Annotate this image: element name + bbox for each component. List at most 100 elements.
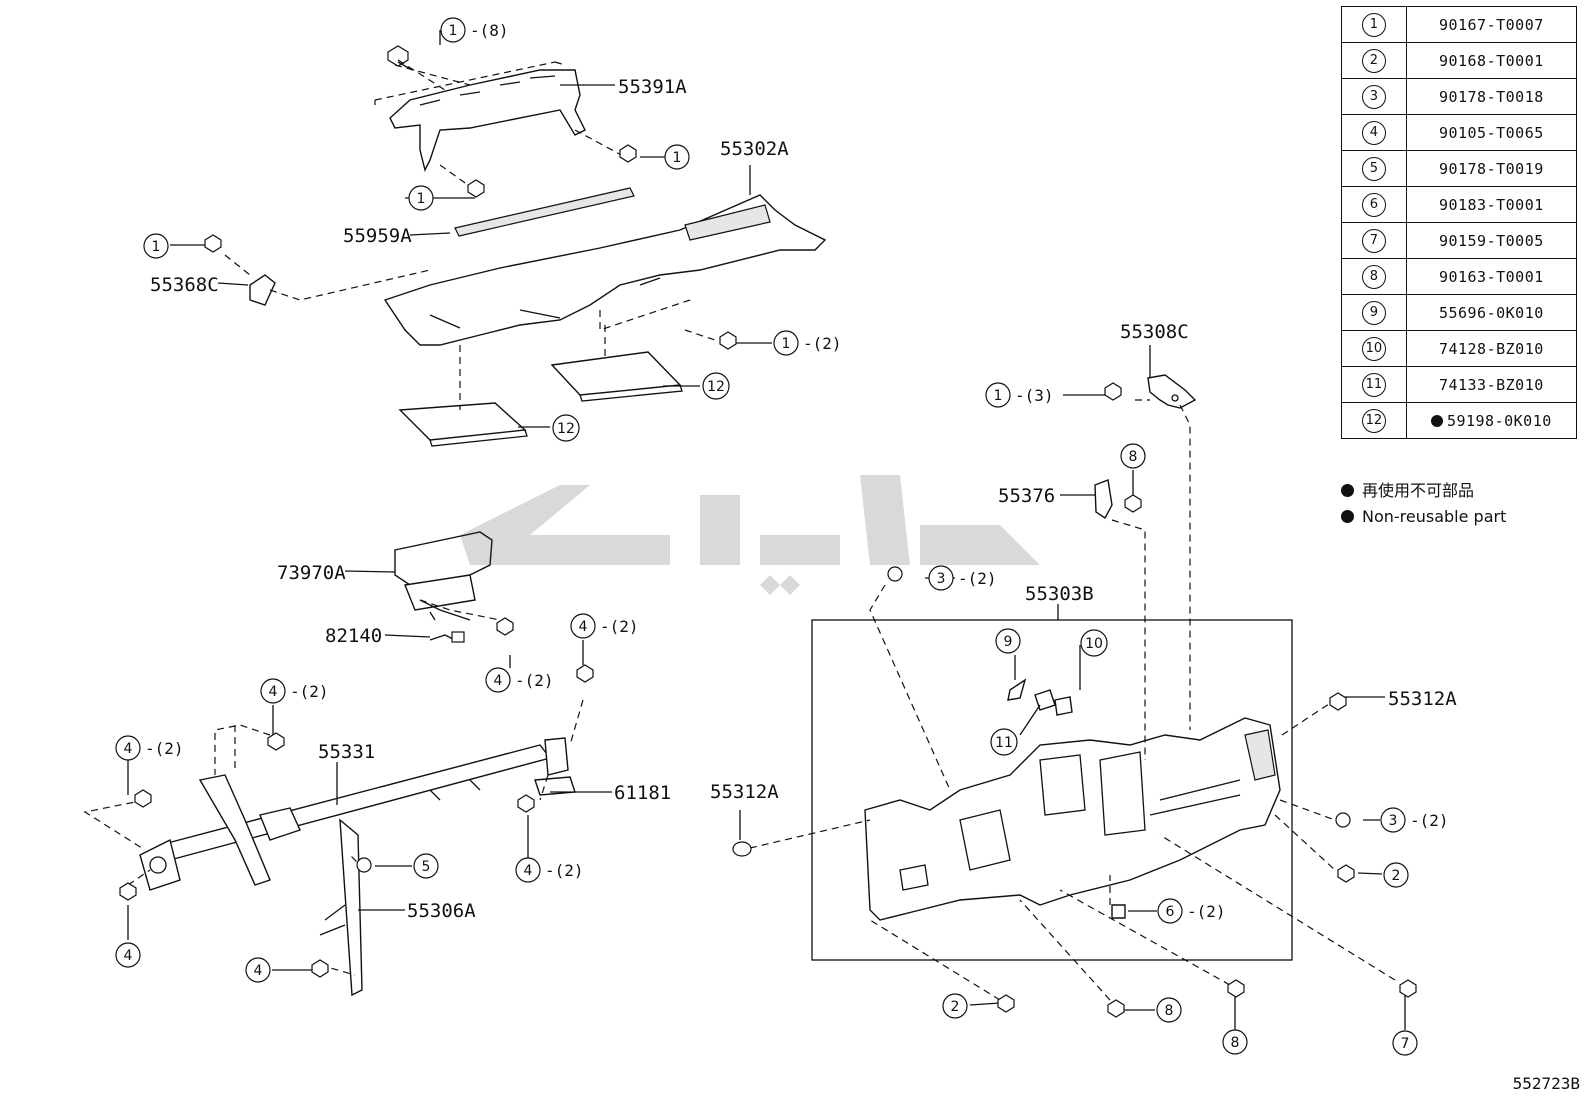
ref-number-cell: 9 xyxy=(1341,294,1407,331)
svg-text:4: 4 xyxy=(124,741,133,757)
part-number: 90178-T0019 xyxy=(1438,159,1544,178)
svg-text:2: 2 xyxy=(951,999,960,1015)
callout-8-bottom-a: 8 xyxy=(1156,997,1182,1023)
label-55391A: 55391A xyxy=(618,76,687,98)
svg-text:4: 4 xyxy=(254,963,263,979)
part-number: 90167-T0007 xyxy=(1438,15,1544,34)
ref-number: 2 xyxy=(1361,48,1386,73)
svg-text:3: 3 xyxy=(937,571,946,587)
callout-4-farleft: 4 -(2) xyxy=(115,735,184,761)
label-55308C: 55308C xyxy=(1120,321,1189,343)
ref-number: 4 xyxy=(1361,120,1386,145)
legend: 再使用不可部品 Non-reusable part xyxy=(1341,478,1506,530)
ref-number: 10 xyxy=(1361,336,1386,361)
svg-text:1: 1 xyxy=(152,239,161,255)
callout-1-right: 1-(3) xyxy=(985,382,1054,408)
callout-12-a: 12 xyxy=(552,414,580,442)
svg-text:-(2): -(2) xyxy=(1410,811,1449,830)
part-number-cell: 55696-0K010 xyxy=(1405,294,1578,331)
ref-number: 11 xyxy=(1361,372,1386,397)
svg-text:4: 4 xyxy=(579,619,588,635)
part-number: 90159-T0005 xyxy=(1438,231,1544,250)
svg-text:-(2): -(2) xyxy=(145,739,184,758)
callout-10: 10 xyxy=(1080,629,1108,657)
parts-table-row: 4 90105-T0065 xyxy=(1341,114,1578,151)
svg-text:-(2): -(2) xyxy=(1187,902,1226,921)
bracket-55376 xyxy=(1094,479,1113,520)
non-reusable-dot-icon xyxy=(1430,414,1443,427)
callout-1-center: 1-(2) xyxy=(773,330,842,356)
label-55302A: 55302A xyxy=(720,138,789,160)
upper-panel-55302A xyxy=(383,187,827,346)
svg-text:-(2): -(2) xyxy=(545,861,584,880)
label-73970A: 73970A xyxy=(277,562,346,584)
svg-text:8: 8 xyxy=(1129,449,1138,465)
part-number-cell: 90168-T0001 xyxy=(1405,42,1578,79)
parts-table-row: 7 90159-T0005 xyxy=(1341,222,1578,259)
svg-text:1: 1 xyxy=(994,388,1003,404)
ref-number-cell: 12 xyxy=(1341,402,1407,439)
callout-1-left: 1 xyxy=(143,233,169,259)
svg-text:7: 7 xyxy=(1401,1036,1410,1052)
svg-text:6: 6 xyxy=(1166,904,1175,920)
svg-text:4: 4 xyxy=(269,684,278,700)
steering-support-55331 xyxy=(139,737,576,997)
pad-12-b xyxy=(550,351,683,402)
label-55376: 55376 xyxy=(998,485,1055,507)
svg-text:1: 1 xyxy=(417,191,426,207)
ref-number-cell: 6 xyxy=(1341,186,1407,223)
svg-text:4: 4 xyxy=(494,673,503,689)
svg-text:-(2): -(2) xyxy=(290,682,329,701)
svg-text:-(2): -(2) xyxy=(803,334,842,353)
part-number: 55696-0K010 xyxy=(1438,303,1544,322)
legend-row-jp: 再使用不可部品 xyxy=(1341,478,1506,504)
part-number-cell: 90167-T0007 xyxy=(1405,6,1578,43)
parts-table-row: 3 90178-T0018 xyxy=(1341,78,1578,115)
part-number-cell: 90105-T0065 xyxy=(1405,114,1578,151)
callout-2-bottom: 2 xyxy=(942,993,968,1019)
svg-text:-(8): -(8) xyxy=(470,21,509,40)
ref-number-cell: 3 xyxy=(1341,78,1407,115)
callout-1-bracket-right: 1 xyxy=(664,144,690,170)
callout-8-bottom-b: 8 xyxy=(1222,1029,1248,1055)
callout-12-b: 12 xyxy=(702,372,730,400)
ref-number-cell: 10 xyxy=(1341,330,1407,367)
callout-4-airbag: 4-(2) xyxy=(485,667,554,693)
callout-3-top: 3 -(2) xyxy=(928,565,997,591)
callout-8-top: 8 xyxy=(1120,443,1146,469)
svg-text:4: 4 xyxy=(524,863,533,879)
callout-4-low: 4 -(2) xyxy=(515,857,584,883)
part-number-cell: 90178-T0019 xyxy=(1405,150,1578,187)
watermark-logo xyxy=(460,475,1040,595)
part-number-cell: 74133-BZ010 xyxy=(1405,366,1578,403)
diagram-code: 552723B xyxy=(1512,1074,1580,1093)
part-number-cell: 90178-T0018 xyxy=(1405,78,1578,115)
part-number-cell: 59198-0K010 xyxy=(1405,402,1578,439)
part-number-cell: 90163-T0001 xyxy=(1405,258,1578,295)
part-number: 74128-BZ010 xyxy=(1438,339,1544,358)
part-number: 90168-T0001 xyxy=(1438,51,1544,70)
callout-9: 9 xyxy=(995,628,1021,654)
ref-number-cell: 4 xyxy=(1341,114,1407,151)
ref-number-cell: 7 xyxy=(1341,222,1407,259)
svg-text:5: 5 xyxy=(422,859,431,875)
callout-1-mid: 1 xyxy=(408,185,434,211)
callout-11: 11 xyxy=(990,728,1018,756)
svg-text:-(2): -(2) xyxy=(958,569,997,588)
parts-table-row: 10 74128-BZ010 xyxy=(1341,330,1578,367)
leader-lines xyxy=(127,30,1406,1030)
ref-number-cell: 11 xyxy=(1341,366,1407,403)
lower-panel-frame-55303B xyxy=(811,619,1293,961)
ref-number-cell: 8 xyxy=(1341,258,1407,295)
ref-number: 1 xyxy=(1361,12,1386,37)
pad-12-a xyxy=(398,402,528,447)
parts-table-row: 1 90167-T0007 xyxy=(1341,6,1578,43)
svg-text:1: 1 xyxy=(673,150,682,166)
bullet-icon xyxy=(1341,510,1354,523)
part-number: 90178-T0018 xyxy=(1438,87,1544,106)
